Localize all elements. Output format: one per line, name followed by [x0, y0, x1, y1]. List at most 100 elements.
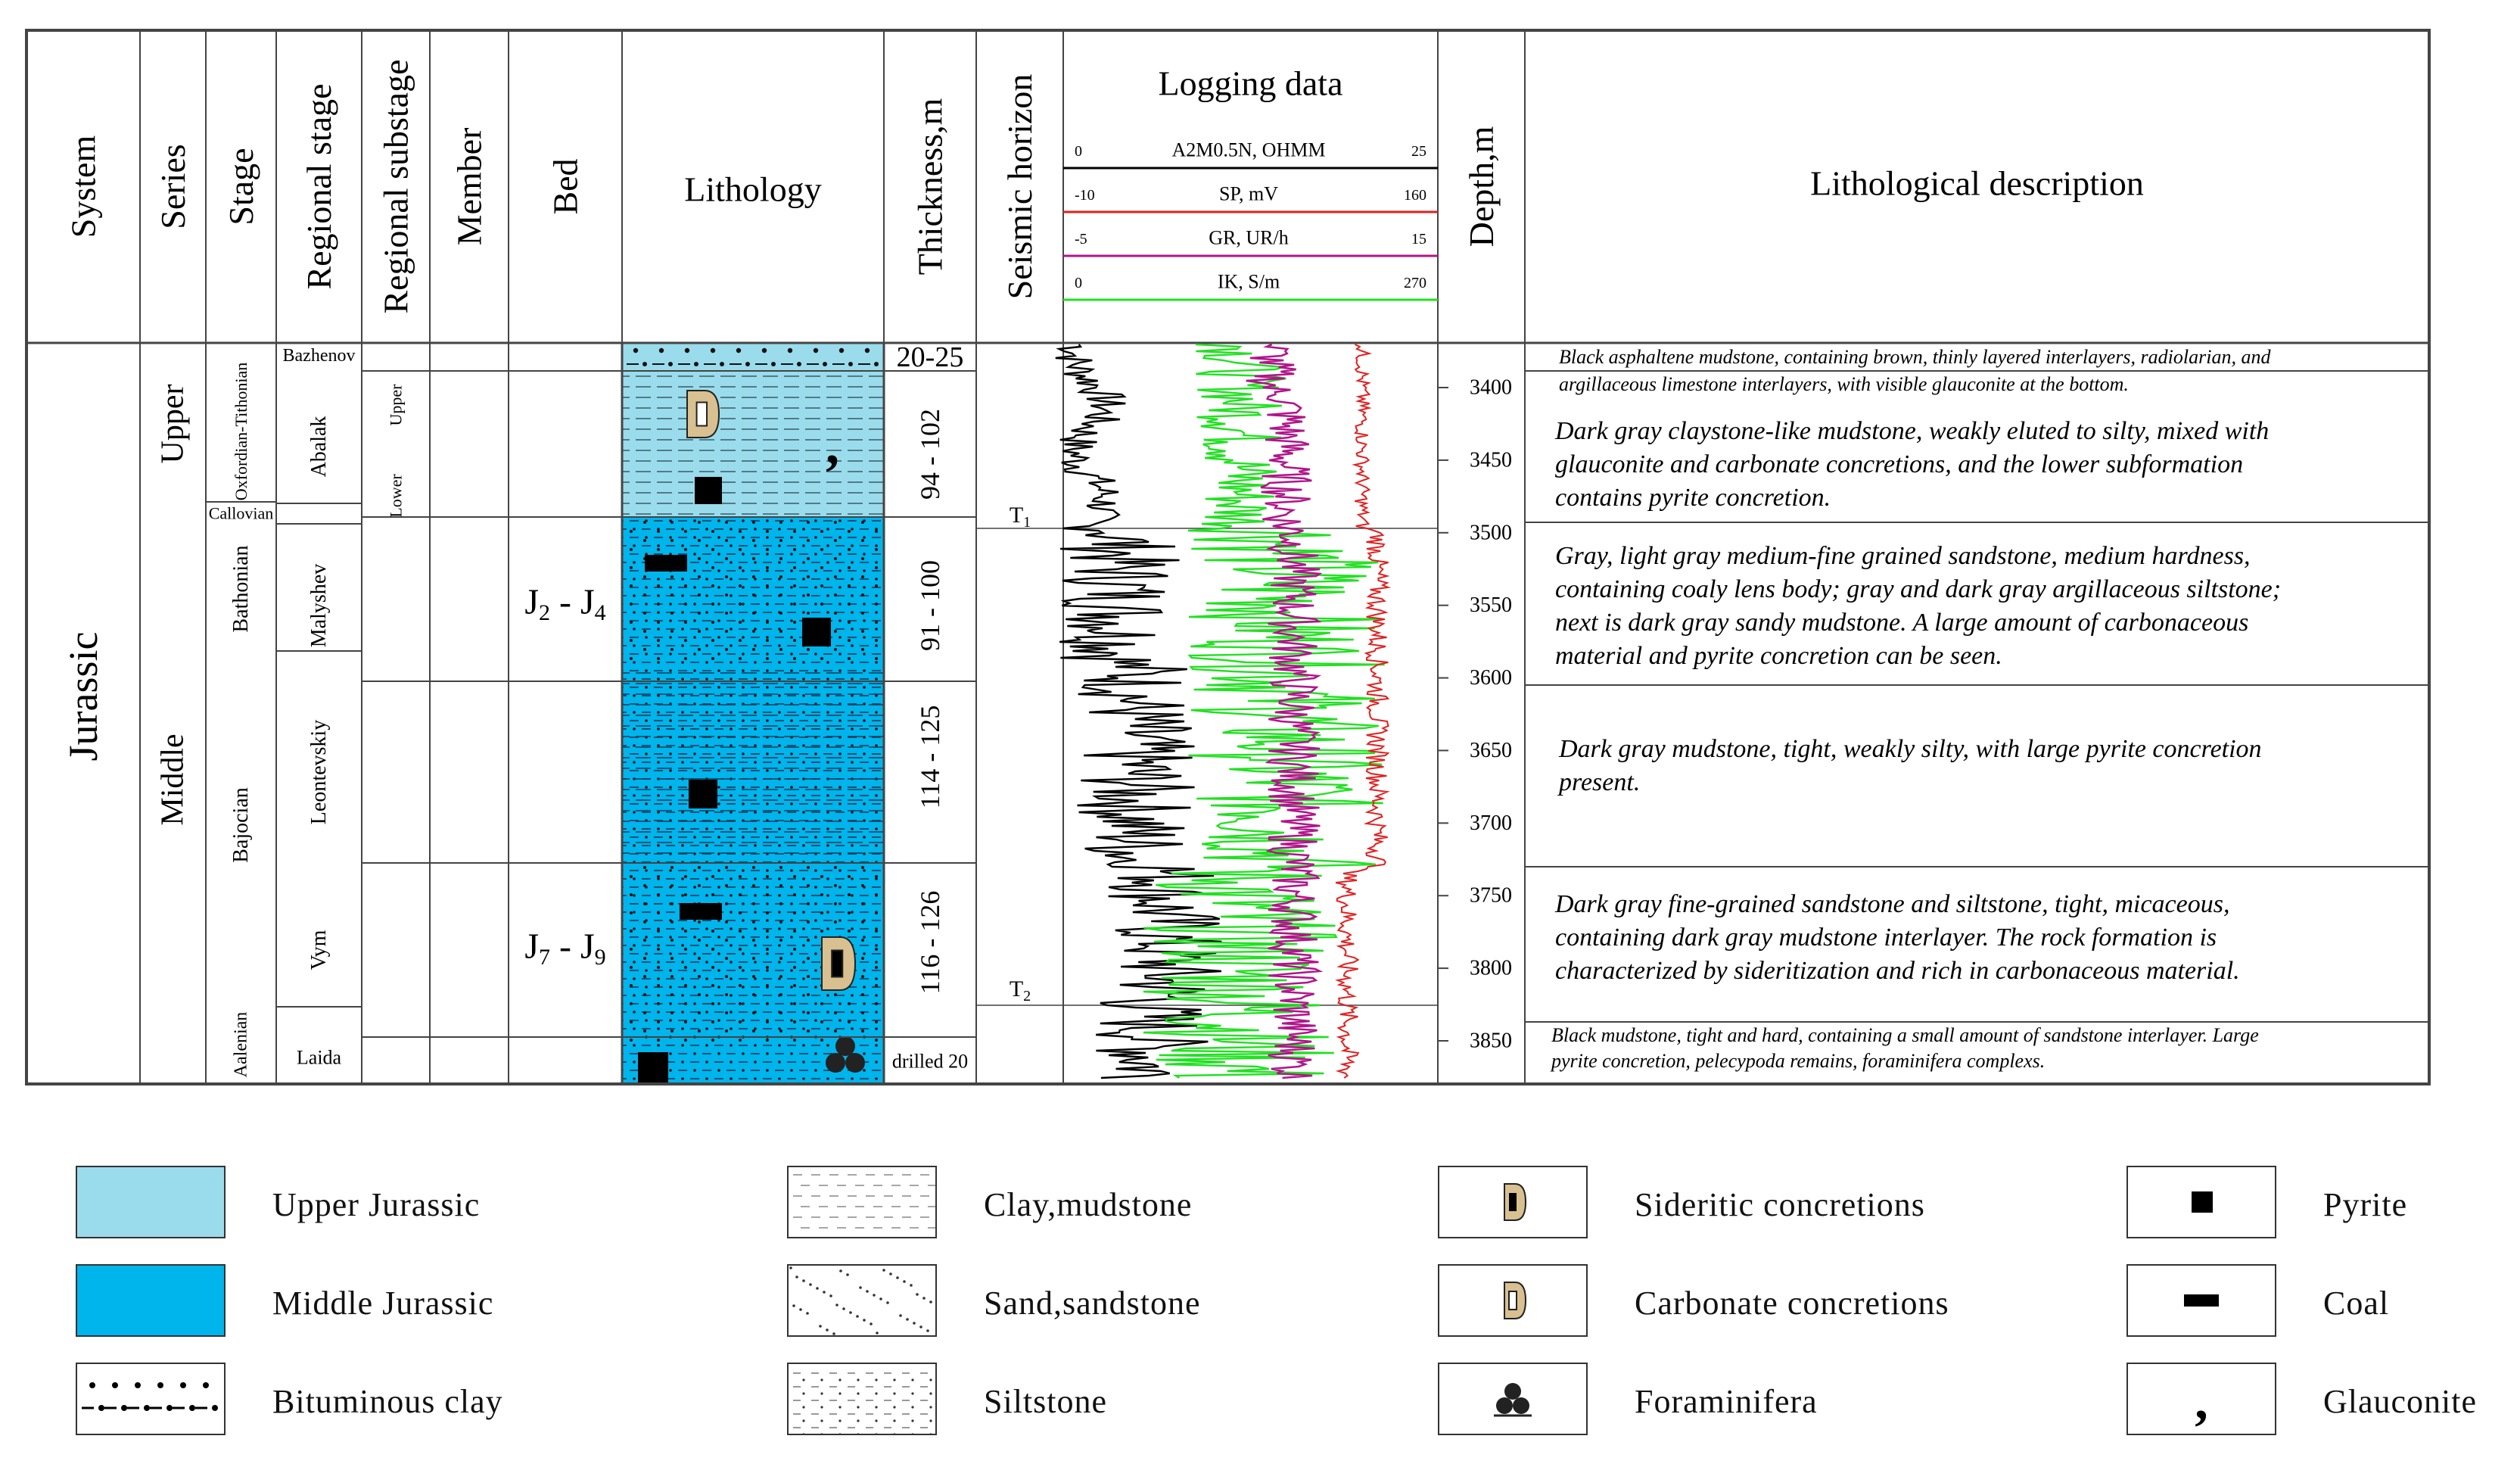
legend-label: Foraminifera — [1635, 1383, 1818, 1420]
sideritic-concretion-icon-core — [831, 949, 844, 978]
thickness-leontevskiy: 114 - 125 — [915, 705, 945, 809]
description-bazhenov: Black asphaltene mudstone, containing br… — [1559, 346, 2271, 395]
legend-label: Bituminous clay — [272, 1383, 503, 1420]
depth-tick-label: 3600 — [1470, 666, 1512, 690]
log-curve-max: 160 — [1404, 187, 1426, 204]
header-depth: Depth,m — [1462, 126, 1501, 247]
bituminous-dot — [813, 347, 819, 354]
legend-label: Pyrite — [2323, 1186, 2408, 1223]
depth-tick-label: 3400 — [1470, 376, 1512, 400]
bituminous-dot — [838, 347, 845, 354]
bituminous-dot — [694, 362, 698, 366]
stage-bajocian: Bajocian — [229, 787, 253, 863]
stage-oxfordian-tithonian: Oxfordian-Tithonian — [232, 363, 250, 501]
bituminous-dot — [848, 362, 853, 366]
coal-icon — [2126, 1264, 2276, 1337]
log-curve-gr — [1246, 343, 1324, 1079]
bituminous-dot — [720, 362, 724, 366]
log-curve-min: -5 — [1075, 231, 1087, 248]
bituminous-dot — [668, 362, 673, 366]
thickness-bazhenov: 20-25 — [897, 341, 964, 373]
foraminifera-icon — [1438, 1363, 1588, 1435]
bed-label-j2-j4: J2 - J4 — [524, 582, 605, 625]
mudstone-pattern — [622, 666, 884, 863]
log-curve-max: 25 — [1411, 143, 1426, 160]
stage-bathonian: Bathonian — [229, 545, 253, 632]
header-lithology: Lithology — [684, 170, 821, 209]
legend-label: Sand,sandstone — [984, 1285, 1201, 1322]
log-curve-title: GR, UR/h — [1209, 227, 1288, 249]
bituminous-dot — [797, 362, 801, 366]
thickness-malyshev: 91 - 100 — [915, 560, 945, 651]
regional-substage-lower: Lower — [387, 474, 406, 518]
pyrite-icon — [802, 618, 831, 646]
depth-tick-label: 3550 — [1470, 593, 1512, 617]
depth-tick-label: 3700 — [1470, 811, 1512, 835]
description-malyshev: Gray, light gray medium-fine grained san… — [1555, 542, 2281, 670]
depth-tick-label: 3650 — [1470, 739, 1512, 762]
legend-label: Clay,mudstone — [984, 1186, 1193, 1223]
depth-tick-label: 3500 — [1470, 521, 1512, 544]
bituminous-dot — [745, 362, 750, 366]
siltstone-pattern — [787, 1363, 937, 1435]
description-laida: Black mudstone, tight and hard, containi… — [1550, 1024, 2259, 1072]
log-curve-max: 270 — [1404, 275, 1426, 291]
header-bed: Bed — [546, 158, 585, 214]
svg-text:,: , — [2195, 1372, 2208, 1431]
log-curve-min: 0 — [1075, 143, 1082, 160]
legend-label: Sideritic concretions — [1635, 1186, 1925, 1223]
bituminous-dot — [642, 362, 647, 366]
bituminous-dot — [771, 362, 776, 366]
header-seismic-horizon: Seismic horizon — [1000, 74, 1039, 300]
regional-stage-leontevskiy: Leontevskiy — [307, 720, 331, 824]
bed-label-j7-j9: J7 - J9 — [524, 927, 605, 970]
thickness-laida: drilled 20 — [892, 1051, 968, 1073]
middle-jurassic-swatch — [76, 1264, 226, 1337]
bituminous-dot — [684, 347, 690, 354]
sandstone-pattern — [787, 1264, 937, 1337]
regional-stage-bazhenov: Bazhenov — [283, 346, 356, 366]
header-stage: Stage — [222, 148, 260, 225]
bituminous-dot — [874, 362, 879, 366]
carbonate-concretion-icon — [1438, 1264, 1588, 1337]
foraminifera-icon — [835, 1036, 855, 1056]
bituminous-clay-pattern — [76, 1363, 226, 1435]
header-member: Member — [450, 128, 489, 246]
foraminifera-icon — [845, 1053, 865, 1073]
bituminous-dot — [761, 347, 767, 354]
glauconite-icon: , — [826, 415, 839, 475]
log-curve-title: IK, S/m — [1218, 271, 1280, 293]
legend-label: Siltstone — [984, 1383, 1108, 1420]
upper-jurassic-swatch — [76, 1166, 226, 1238]
log-curve-max: 15 — [1411, 231, 1426, 248]
legend-label: Coal — [2323, 1285, 2390, 1322]
log-curve-min: -10 — [1075, 187, 1095, 204]
bituminous-dot — [658, 347, 664, 354]
log-curve-sp — [1334, 344, 1392, 1079]
series-middle: Middle — [156, 734, 191, 825]
log-curve-min: 0 — [1075, 275, 1082, 291]
legend-label: Carbonate concretions — [1635, 1285, 1949, 1322]
bituminous-dot — [710, 347, 716, 354]
system-jurassic: Jurassic — [61, 632, 106, 762]
bituminous-dot — [864, 347, 870, 354]
regional-stage-abalak: Abalak — [307, 416, 331, 478]
glauconite-icon: , — [2126, 1363, 2276, 1435]
bituminous-dot — [736, 347, 742, 354]
depth-tick-label: 3750 — [1470, 884, 1512, 908]
frame-border — [25, 29, 2431, 1085]
series-upper: Upper — [156, 385, 191, 464]
thickness-vym: 116 - 126 — [915, 891, 945, 995]
header-system: System — [64, 135, 103, 238]
coal-icon — [645, 555, 687, 572]
header-thickness: Thickness,m — [911, 98, 950, 275]
thickness-abalak: 94 - 102 — [915, 409, 945, 500]
seismic-horizon-t2: T2 — [1010, 976, 1031, 1005]
bazhenov-fill — [622, 343, 884, 375]
sandstone-pattern — [622, 517, 884, 666]
header-series: Series — [154, 144, 192, 229]
regional-stage-malyshev: Malyshev — [307, 564, 331, 647]
legend-label: Upper Jurassic — [272, 1186, 481, 1223]
carbonate-concretion-icon-core — [695, 401, 708, 427]
